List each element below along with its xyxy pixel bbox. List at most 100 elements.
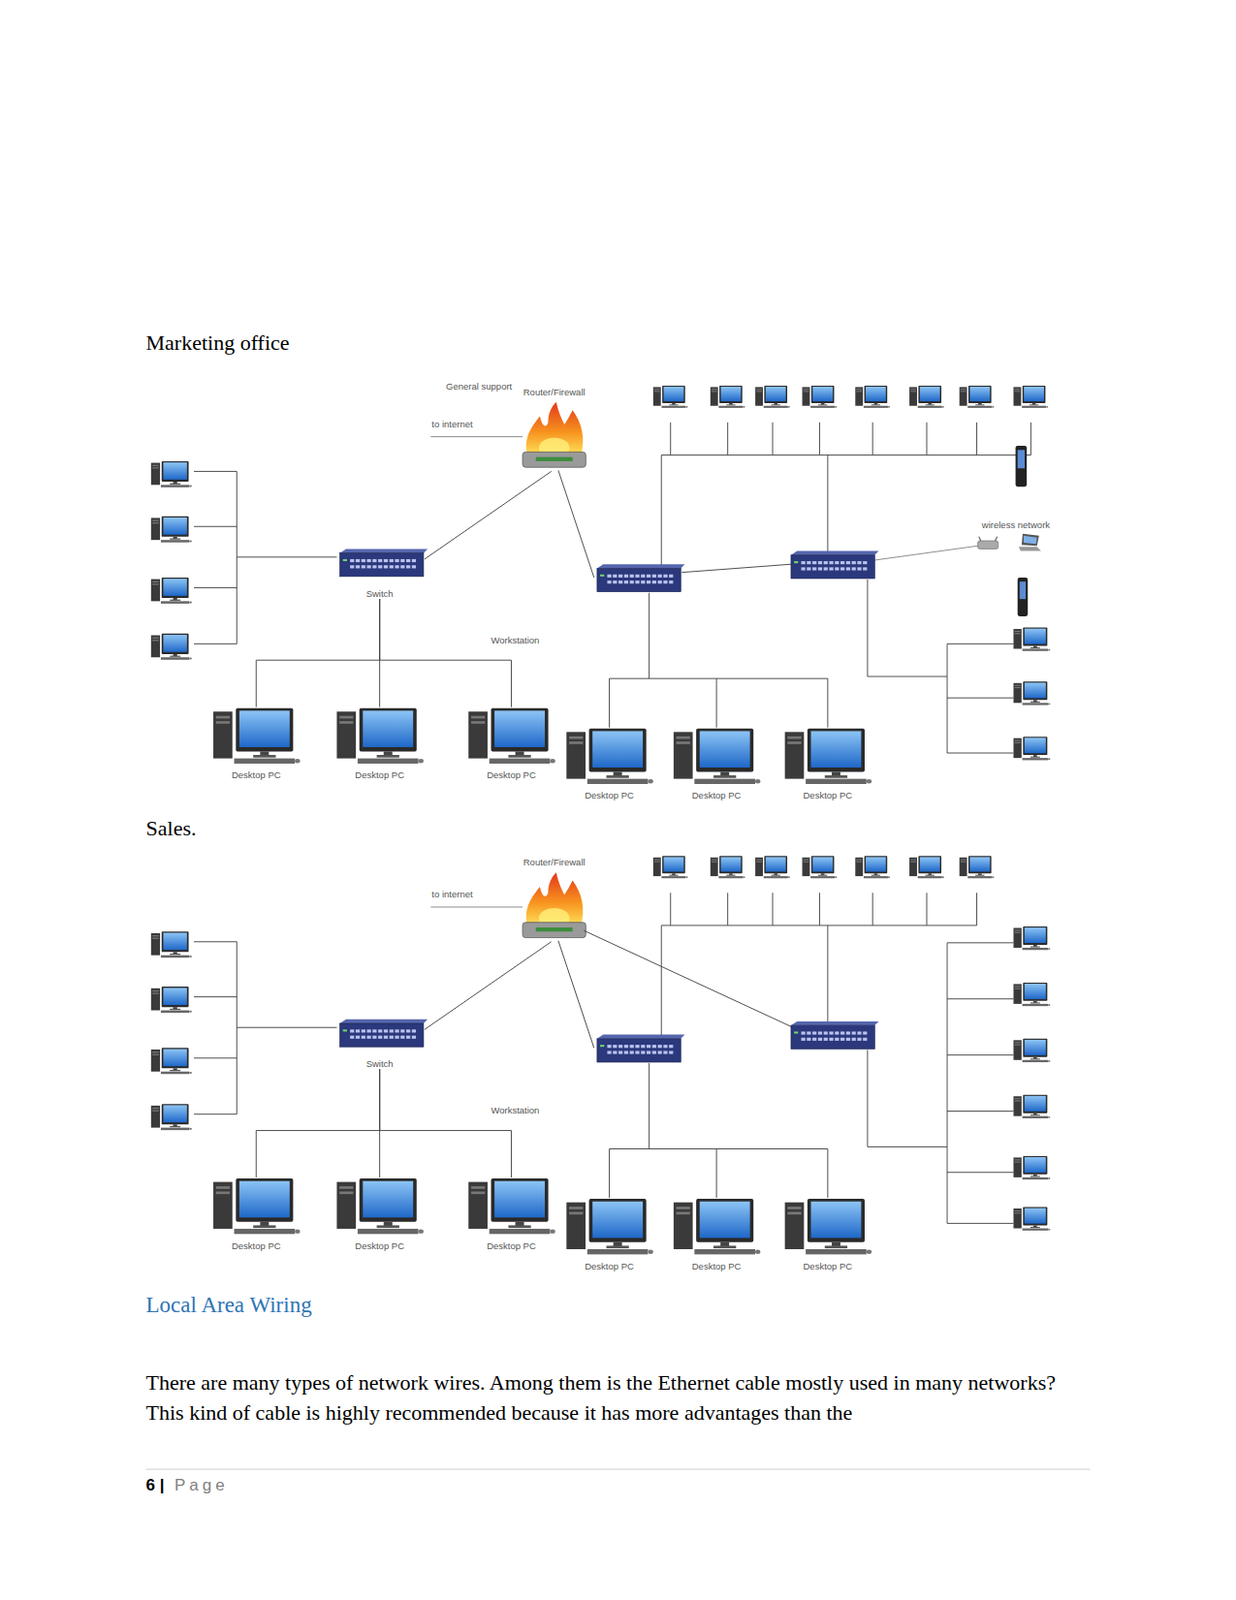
network-wire xyxy=(681,564,792,572)
network-wire xyxy=(826,455,828,553)
network-wire xyxy=(193,526,237,528)
network-wire xyxy=(826,678,828,729)
computer-icon xyxy=(151,986,192,1014)
page-number: 6 | xyxy=(146,1476,165,1496)
network-cable xyxy=(380,1069,512,1178)
network-wire xyxy=(872,892,874,926)
network-wire xyxy=(947,1223,1014,1225)
network-wire xyxy=(925,892,927,926)
network-wire xyxy=(925,422,927,456)
computer-icon xyxy=(1013,982,1050,1007)
section-title: Marketing office xyxy=(146,330,290,355)
footer-rule xyxy=(146,1469,1091,1471)
computer-icon xyxy=(151,1047,192,1075)
network-wire xyxy=(716,1149,718,1200)
network-cable xyxy=(424,942,552,1031)
desktop-pc-node: Desktop PC xyxy=(781,1198,874,1272)
network-cable xyxy=(255,1069,380,1178)
network-wire xyxy=(867,1049,948,1147)
computer-icon xyxy=(710,385,746,409)
diagram-note: wireless network xyxy=(982,519,1050,531)
computer-icon xyxy=(755,385,791,409)
diagram-note: Workstation xyxy=(490,634,539,646)
network-wire xyxy=(669,422,671,456)
network-wire xyxy=(608,1149,610,1200)
computer-icon xyxy=(802,385,838,409)
device-label: Switch xyxy=(334,588,425,600)
computer-icon xyxy=(151,577,192,604)
network-wire xyxy=(193,941,237,943)
network-wire xyxy=(608,678,610,729)
computer-icon xyxy=(909,855,945,879)
computer-icon xyxy=(959,385,995,409)
desktop-pc-node: Desktop PC xyxy=(781,728,874,802)
device-label: Desktop PC xyxy=(563,1261,656,1272)
computer-icon xyxy=(673,728,761,785)
network-wire xyxy=(648,593,650,679)
computer-icon xyxy=(1013,681,1050,705)
router-firewall-icon xyxy=(522,402,586,468)
network-wire xyxy=(193,1113,237,1115)
desktop-pc-node: Desktop PC xyxy=(210,1177,303,1252)
network-wire xyxy=(867,579,948,677)
device-label: Switch xyxy=(334,1058,425,1070)
network-wire xyxy=(430,436,523,438)
desktop-pc-node: Desktop PC xyxy=(210,707,303,782)
computer-icon xyxy=(151,516,192,543)
computer-icon xyxy=(566,1199,653,1255)
network-wire xyxy=(947,753,1014,755)
desktop-pc-node: Desktop PC xyxy=(563,728,656,802)
diagram-note: Workstation xyxy=(490,1105,539,1116)
network-cable xyxy=(424,471,552,560)
network-wire xyxy=(236,1027,337,1029)
switch-icon xyxy=(597,564,686,592)
device-label: Desktop PC xyxy=(670,1261,763,1272)
laptop-icon xyxy=(1018,534,1042,552)
device-label: Desktop PC xyxy=(210,769,303,781)
computer-icon xyxy=(673,1199,761,1255)
desktop-pc-node: Desktop PC xyxy=(670,728,763,802)
page-word: Page xyxy=(174,1476,229,1496)
network-wire xyxy=(976,892,978,926)
computer-icon xyxy=(151,931,192,958)
device-label: Desktop PC xyxy=(210,1240,303,1252)
network-wire xyxy=(558,470,595,578)
network-wire xyxy=(947,1110,1014,1112)
device-label: Desktop PC xyxy=(670,790,763,801)
network-wire xyxy=(661,925,663,1039)
diagram-note: General support xyxy=(445,380,512,392)
phone-icon xyxy=(1017,577,1029,617)
network-wire xyxy=(976,422,978,456)
device-label: Desktop PC xyxy=(333,769,426,781)
network-wire xyxy=(236,556,337,558)
desktop-pc-node: Desktop PC xyxy=(333,707,426,782)
computer-icon xyxy=(785,1199,872,1255)
network-wire xyxy=(826,1149,828,1200)
network-wire xyxy=(193,996,237,998)
computer-icon xyxy=(855,385,890,409)
device-label: Desktop PC xyxy=(465,1240,558,1252)
switch-node: Switch xyxy=(334,1017,425,1071)
network-wire xyxy=(583,930,793,1028)
desktop-pc-node: Desktop PC xyxy=(563,1198,656,1272)
access-point-icon xyxy=(978,537,999,550)
body-paragraph: There are many types of network wires. A… xyxy=(146,1367,1082,1428)
device-label: Desktop PC xyxy=(781,790,874,801)
computer-icon xyxy=(1013,1039,1050,1063)
computer-icon xyxy=(336,1178,423,1235)
network-wire xyxy=(947,943,949,1225)
network-wire xyxy=(193,1057,237,1059)
computer-icon xyxy=(909,385,945,409)
computer-icon xyxy=(151,1104,192,1131)
computer-icon xyxy=(468,1178,555,1235)
computer-icon xyxy=(755,855,791,879)
switch-icon xyxy=(340,548,429,576)
computer-icon xyxy=(336,708,423,764)
switch-icon xyxy=(791,1021,880,1049)
network-wire xyxy=(947,1172,1014,1173)
network-wire xyxy=(648,1063,650,1149)
network-wire xyxy=(874,545,978,561)
computer-icon xyxy=(802,855,838,879)
network-wire xyxy=(1030,422,1032,456)
computer-icon xyxy=(151,461,192,488)
